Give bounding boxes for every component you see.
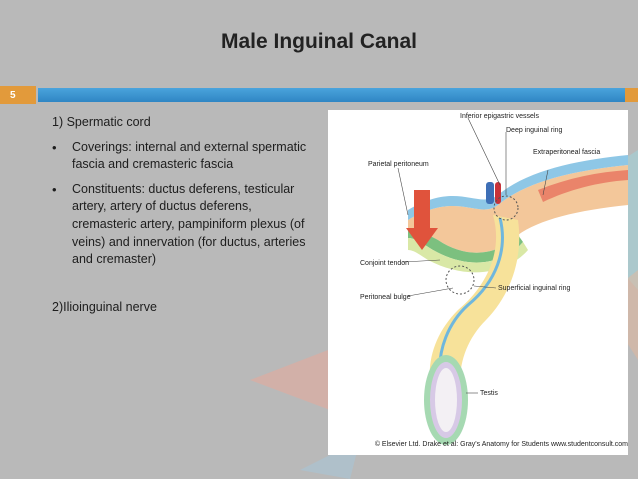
label-deep-ring: Deep inguinal ring xyxy=(506,127,563,134)
bullet-text: Coverings: internal and external spermat… xyxy=(72,139,307,172)
label-inferior-epigastric: Inferior epigastric vessels xyxy=(460,113,539,120)
label-superficial-ring: Superficial inguinal ring xyxy=(498,285,570,292)
inguinal-canal-illustration: Inferior epigastric vessels Deep inguina… xyxy=(360,113,628,445)
slide-number: 5 xyxy=(0,86,36,104)
label-extraperitoneal-fascia: Extraperitoneal fascia xyxy=(533,149,600,156)
label-peritoneal-bulge: Peritoneal bulge xyxy=(360,294,411,301)
title-rule xyxy=(38,88,625,102)
slide-title: Male Inguinal Canal xyxy=(220,30,418,53)
anatomy-figure: Inferior epigastric vessels Deep inguina… xyxy=(328,110,628,455)
label-parietal-peritoneum: Parietal peritoneum xyxy=(368,161,429,168)
bullet-constituents: • Constituents: ductus deferens, testicu… xyxy=(52,181,317,269)
label-testis: Testis xyxy=(480,390,498,397)
heading-spermatic-cord: 1) Spermatic cord xyxy=(52,115,151,129)
label-conjoint-tendon: Conjoint tendon xyxy=(360,260,409,267)
title-rule-cap xyxy=(625,88,638,102)
slide-body: 1) Spermatic cord • Coverings: internal … xyxy=(52,114,317,323)
bullet-text: Constituents: ductus deferens, testicula… xyxy=(72,181,306,267)
bullet-icon: • xyxy=(52,139,57,155)
bullet-coverings: • Coverings: internal and external sperm… xyxy=(52,139,317,174)
bullet-icon: • xyxy=(52,181,57,197)
figure-credit: © Elsevier Ltd. Drake et al: Gray's Anat… xyxy=(374,441,628,448)
heading-ilioinguinal-nerve: 2)Ilioinguinal nerve xyxy=(52,299,157,314)
